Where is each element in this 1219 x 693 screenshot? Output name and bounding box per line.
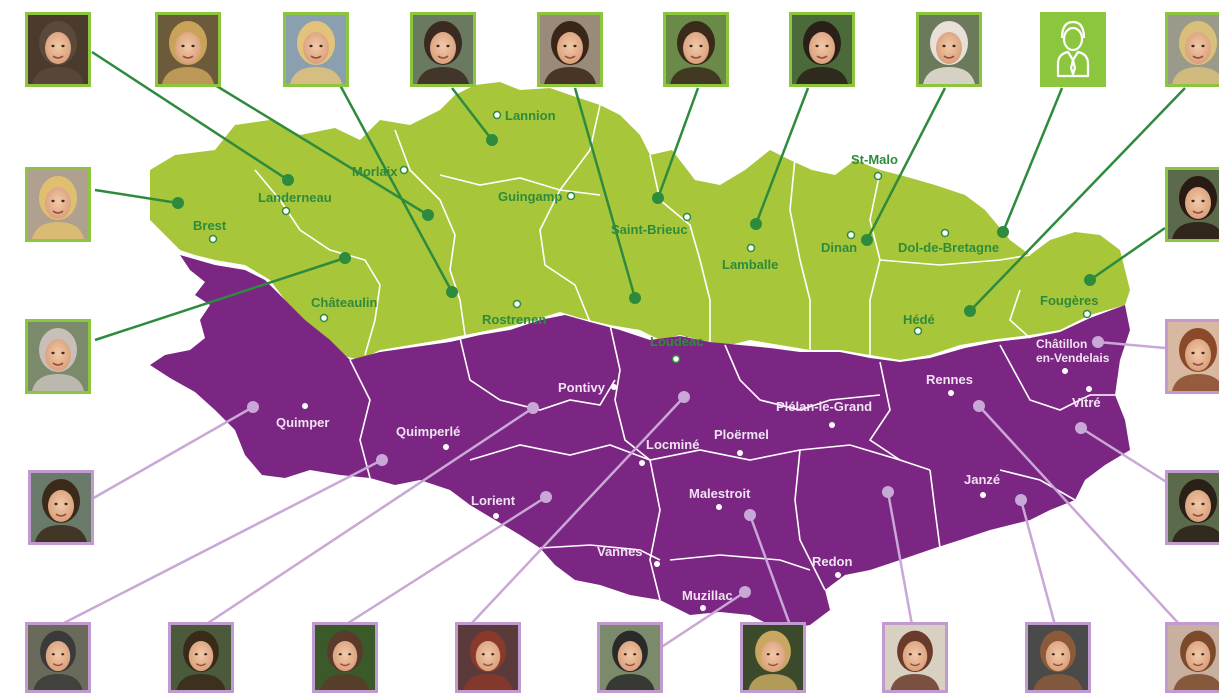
advisor-portrait	[663, 12, 729, 87]
advisor-portrait	[168, 622, 234, 693]
commune-borders	[254, 104, 1115, 601]
advisor-portrait	[740, 622, 806, 693]
person-with-tie-icon	[1056, 20, 1090, 78]
advisor-portrait	[1165, 12, 1219, 87]
portrait-photo	[28, 15, 88, 84]
city-label-chatillon: Châtillon	[1036, 337, 1087, 351]
city-label-dol: Dol-de-Bretagne	[898, 240, 999, 255]
city-label-st-malo: St-Malo	[851, 152, 898, 167]
portrait-photo	[28, 170, 88, 239]
portrait-photo	[29, 625, 87, 690]
advisor-portrait	[25, 12, 91, 87]
city-label-hede: Hédé	[903, 312, 935, 327]
advisor-lines-south	[59, 340, 1181, 650]
portrait-photo	[1168, 15, 1219, 84]
city-label-en-vendelais: en-Vendelais	[1036, 351, 1110, 365]
advisor-portrait	[597, 622, 663, 693]
portrait-photo	[744, 625, 802, 690]
city-label-janze: Janzé	[964, 472, 1000, 487]
city-label-pontivy: Pontivy	[558, 380, 606, 395]
portrait-photo	[792, 15, 852, 84]
advisor-portrait	[283, 12, 349, 87]
portrait-photo	[413, 15, 473, 84]
advisor-dots-north	[172, 134, 1096, 317]
portrait-photo	[919, 15, 979, 84]
city-label-saint-brieuc: Saint-Brieuc	[611, 222, 688, 237]
city-label-ploermel: Ploërmel	[714, 427, 769, 442]
portrait-photo	[28, 322, 88, 391]
city-markers-north	[208, 110, 1092, 364]
advisor-portrait	[155, 12, 221, 87]
city-label-lamballe: Lamballe	[722, 257, 778, 272]
city-label-locmine: Locminé	[646, 437, 699, 452]
city-label-loudeac: Loudéac	[650, 334, 703, 349]
advisor-portrait	[25, 167, 91, 242]
city-label-landerneau: Landerneau	[258, 190, 332, 205]
city-label-muzillac: Muzillac	[682, 588, 733, 603]
city-label-lannion: Lannion	[505, 108, 556, 123]
advisor-portrait	[537, 12, 603, 87]
portrait-photo	[666, 15, 726, 84]
advisor-portrait	[1025, 622, 1091, 693]
city-label-brest: Brest	[193, 218, 227, 233]
portrait-photo	[172, 625, 230, 690]
portrait-photo	[158, 15, 218, 84]
city-label-lorient: Lorient	[471, 493, 516, 508]
city-label-quimperle: Quimperlé	[396, 424, 460, 439]
city-label-vitre: Vitré	[1072, 395, 1101, 410]
portrait-photo	[601, 625, 659, 690]
advisor-portrait	[28, 470, 94, 545]
advisor-portrait	[1165, 167, 1219, 242]
city-label-guingamp: Guingamp	[498, 189, 562, 204]
city-label-plelan: Plélan-le-Grand	[776, 399, 872, 414]
city-label-chateaulin: Châteaulin	[311, 295, 378, 310]
city-markers-south	[302, 368, 1092, 611]
portrait-photo	[1168, 322, 1219, 391]
city-label-malestroit: Malestroit	[689, 486, 751, 501]
advisor-lines-north	[91, 50, 1186, 342]
portrait-photo	[886, 625, 944, 690]
advisor-portrait	[312, 622, 378, 693]
advisor-portrait	[25, 319, 91, 394]
portrait-photo	[316, 625, 374, 690]
city-label-quimper: Quimper	[276, 415, 329, 430]
advisor-dots-south	[247, 336, 1104, 598]
advisor-portrait	[410, 12, 476, 87]
region-north	[150, 82, 1130, 360]
advisor-portrait	[1165, 319, 1219, 394]
advisor-portrait	[882, 622, 948, 693]
portrait-photo	[1169, 625, 1219, 690]
advisor-placeholder-tile	[1040, 12, 1106, 87]
portrait-photo	[540, 15, 600, 84]
portrait-photo	[459, 625, 517, 690]
portrait-photo	[1168, 473, 1219, 542]
advisor-portrait	[916, 12, 982, 87]
advisor-portrait	[455, 622, 521, 693]
advisor-portrait	[789, 12, 855, 87]
portrait-photo	[1029, 625, 1087, 690]
city-label-fougeres: Fougères	[1040, 293, 1099, 308]
portrait-photo	[1168, 170, 1219, 239]
city-label-dinan: Dinan	[821, 240, 857, 255]
advisor-portrait	[1165, 470, 1219, 545]
city-label-morlaix: Morlaix	[352, 164, 398, 179]
advisor-portrait	[25, 622, 91, 693]
portrait-photo	[286, 15, 346, 84]
city-label-rostrenen: Rostrenen	[482, 312, 546, 327]
advisor-portrait	[1165, 622, 1219, 693]
city-label-vannes: Vannes	[597, 544, 643, 559]
portrait-photo	[31, 473, 91, 542]
city-label-rennes: Rennes	[926, 372, 973, 387]
city-label-redon: Redon	[812, 554, 853, 569]
